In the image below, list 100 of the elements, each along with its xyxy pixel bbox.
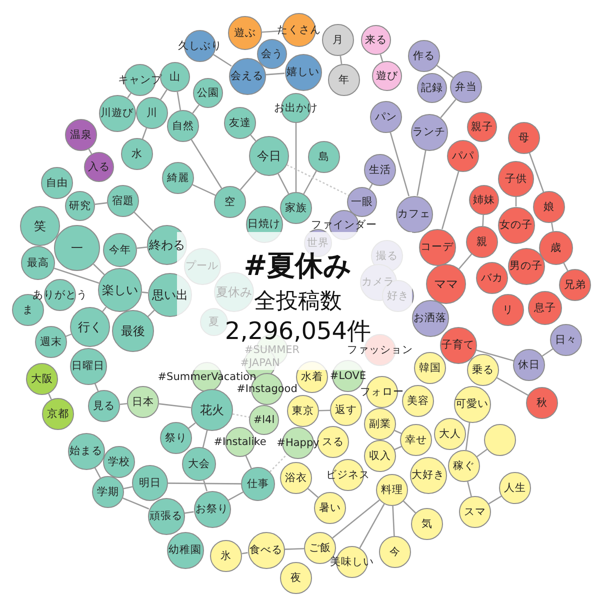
word-node — [308, 141, 340, 173]
node-label: 世界 — [307, 237, 329, 249]
word-node — [136, 97, 168, 129]
node-label: 稼ぐ — [453, 460, 475, 472]
word-node — [528, 291, 562, 325]
node-label: 島 — [318, 151, 330, 163]
node-label: パン — [375, 111, 397, 123]
connector-line — [158, 403, 192, 408]
word-node — [370, 101, 402, 133]
node-label: 副業 — [369, 418, 391, 430]
node-label: 遊ぶ — [234, 27, 256, 39]
connector-line — [528, 152, 544, 192]
word-node — [410, 456, 446, 494]
connector-line — [142, 292, 148, 294]
circle-node — [484, 424, 516, 456]
word-node — [322, 24, 354, 56]
word-node — [148, 498, 184, 534]
word-node — [98, 268, 142, 312]
node-label: リ — [502, 304, 514, 316]
connector-line — [134, 212, 154, 232]
connector-line — [295, 123, 297, 192]
node-label: 見る — [93, 400, 115, 412]
word-node — [35, 326, 67, 358]
word-node — [469, 185, 499, 215]
node-label: 美容 — [407, 395, 429, 407]
node-label: 遊び — [376, 70, 398, 82]
word-node — [467, 354, 499, 386]
node-label: 山 — [170, 71, 180, 83]
word-node — [459, 496, 491, 528]
connector-line — [465, 422, 470, 450]
word-node — [224, 107, 256, 139]
node-label: 月 — [332, 34, 344, 46]
word-node — [241, 467, 275, 501]
word-node — [499, 472, 531, 504]
connector-line — [54, 268, 100, 284]
connector-line — [265, 72, 285, 76]
word-node — [364, 154, 396, 186]
word-node — [550, 324, 582, 356]
word-node — [467, 112, 497, 142]
node-label: 親 — [476, 236, 488, 248]
word-node — [107, 185, 139, 217]
node-label: 友達 — [229, 117, 251, 129]
word-node — [54, 225, 100, 271]
node-label: 温泉 — [70, 129, 92, 141]
connector-line — [308, 488, 318, 498]
node-label: ビジネス — [326, 469, 370, 481]
connector-line — [127, 92, 132, 98]
node-label: 入る — [88, 161, 110, 173]
node-label: 作る — [413, 50, 435, 62]
hashtag-title: #夏休み — [244, 251, 352, 281]
node-label: 日曜日 — [72, 360, 104, 372]
node-label: 川 — [146, 107, 158, 119]
node-label: 研究 — [69, 200, 91, 212]
connector-line — [359, 504, 385, 548]
node-label: お洒落 — [414, 312, 446, 324]
word-node — [314, 492, 346, 524]
word-node — [361, 25, 391, 55]
dashed-connector — [269, 454, 288, 472]
word-node — [182, 447, 216, 481]
connector-line — [168, 482, 241, 484]
word-node — [280, 562, 312, 594]
connector-line — [303, 170, 317, 194]
connector-line — [515, 197, 517, 206]
node-label: ありがとう — [32, 289, 88, 301]
connector-line — [458, 254, 472, 270]
word-node — [26, 363, 58, 395]
node-label: #l4l — [253, 414, 275, 426]
connector-line — [48, 393, 52, 400]
node-label: パパ — [452, 150, 474, 162]
node-label: 兄弟 — [564, 279, 586, 291]
connector-line — [245, 456, 252, 469]
word-node — [396, 196, 432, 232]
node-label: 最高 — [27, 257, 49, 269]
connector-line — [136, 246, 148, 249]
connector-line — [332, 500, 380, 538]
node-label: 頑張る — [150, 510, 182, 522]
connector-line — [563, 262, 568, 272]
word-node — [364, 408, 396, 440]
node-label: カメラ — [362, 276, 394, 288]
word-node — [492, 294, 524, 326]
word-node — [194, 490, 230, 528]
connector-line — [94, 202, 108, 205]
node-label: #JAPAN — [240, 356, 280, 368]
connector-line — [120, 402, 128, 406]
node-label: 人生 — [504, 482, 526, 494]
connector-line — [394, 446, 402, 450]
connector-line — [476, 349, 514, 362]
node-label: 息子 — [534, 302, 556, 314]
node-label: 祭り — [165, 432, 187, 444]
word-node — [434, 418, 466, 450]
connector-line — [142, 128, 148, 140]
node-label: 休日 — [518, 359, 540, 371]
word-node — [533, 191, 565, 223]
word-node — [84, 152, 114, 182]
connector-line — [318, 410, 330, 412]
connector-line — [476, 448, 488, 458]
connector-line — [488, 496, 502, 504]
word-node — [410, 114, 448, 150]
node-label: 韓国 — [419, 362, 441, 374]
node-label: #LOVE — [330, 370, 366, 382]
